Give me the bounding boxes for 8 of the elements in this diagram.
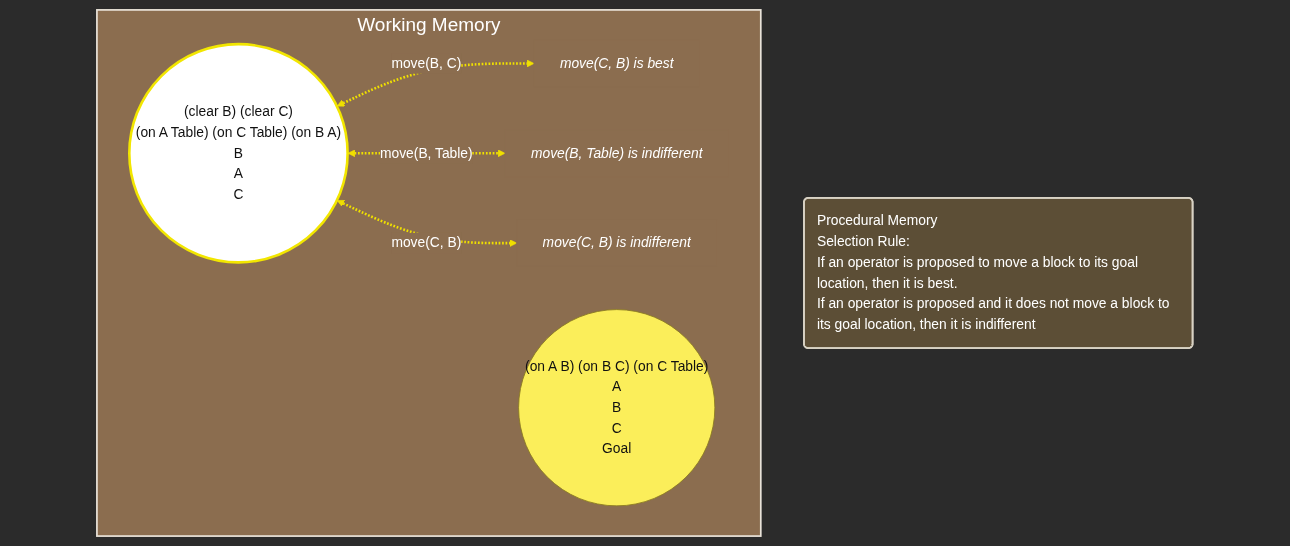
node-circle: (clear B) (clear C) (on A Table) (on C Table) (on B A) B A C xyxy=(128,42,350,264)
edge-label: move(C, B) xyxy=(391,235,462,250)
edge-label: move(B, Table) xyxy=(380,145,473,161)
node-circle: (on A B) (on B C) (on C Table) A B C Goal xyxy=(518,309,716,507)
edge-label: move(B, C) xyxy=(391,55,462,71)
node-text: move(C, B) is best xyxy=(560,55,674,71)
node-text: move(B, Table) is indifferent xyxy=(531,145,703,161)
node-text: move(C, B) is indifferent xyxy=(542,235,692,250)
